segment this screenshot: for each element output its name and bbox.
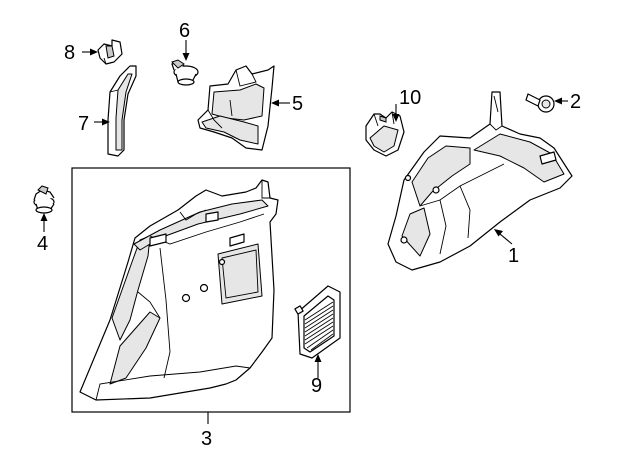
part-8-retainer-clip <box>97 39 123 65</box>
part-6-push-clip <box>171 59 199 86</box>
part-10-bracket <box>365 111 405 157</box>
part-5-upper-trim <box>197 65 275 151</box>
callout-10-label: 10 <box>399 87 421 109</box>
callout-1-label: 1 <box>508 245 519 267</box>
callout-6-label: 6 <box>179 20 190 42</box>
part-3-quarter-trim-panel <box>79 179 279 401</box>
part-1-lower-trim-panel <box>387 91 573 271</box>
callout-8-label: 8 <box>64 42 75 64</box>
part-9-vent-grille <box>294 285 341 359</box>
part-4-push-clip <box>33 185 55 214</box>
callout-5-label: 5 <box>292 93 303 115</box>
callout-2-arrow <box>554 97 562 105</box>
callout-10-arrow <box>392 114 400 122</box>
callout-2-label: 2 <box>570 91 581 113</box>
callout-3-label: 3 <box>201 428 212 450</box>
part-3-group-box <box>71 167 351 413</box>
callout-9-label: 9 <box>311 375 322 397</box>
part-2-push-pin <box>525 93 555 113</box>
callout-9-arrow <box>314 354 322 362</box>
part-7-pillar-trim <box>107 65 137 157</box>
callout-1-leader <box>499 233 513 245</box>
callout-8-arrow <box>90 48 98 56</box>
callout-4-label: 4 <box>37 233 48 255</box>
callout-6-arrow <box>182 53 190 61</box>
callout-7-label: 7 <box>78 113 89 135</box>
callout-7-arrow <box>102 118 110 126</box>
callout-5-arrow <box>271 99 279 107</box>
callout-1-arrow <box>494 229 503 237</box>
callout-4-arrow <box>40 213 48 221</box>
